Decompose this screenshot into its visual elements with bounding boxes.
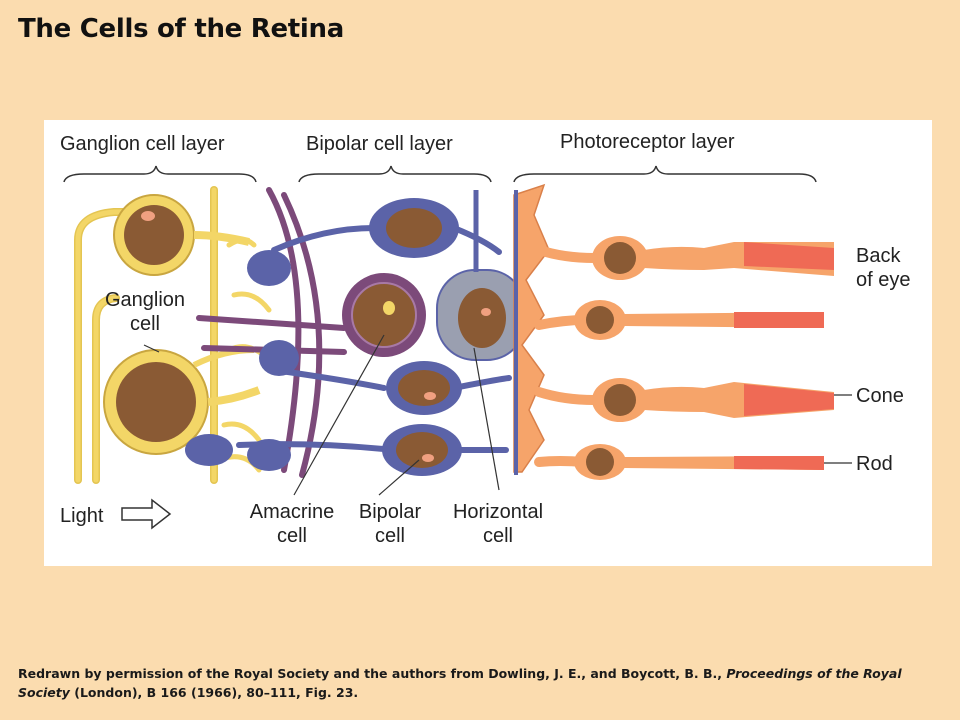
ganglion-cell-label: Ganglion cell [104, 289, 186, 335]
horizontal-cell [436, 190, 526, 361]
cone-upper [592, 236, 834, 280]
caption-journal: Proceedings of the Royal Society [18, 666, 902, 700]
ganglion-layer-bracket [63, 165, 257, 183]
slide-title: The Cells of the Retina [18, 14, 344, 44]
photoreceptor-layer-label: Photoreceptor layer [560, 131, 735, 153]
light-label: Light [60, 505, 104, 527]
ganglion-cell-lower [103, 347, 261, 455]
photoreceptor-layer-bracket [513, 165, 817, 183]
layer-brackets [63, 165, 817, 183]
rod-lower [574, 444, 824, 480]
bipolar-cell-label: Bipolar cell [358, 501, 422, 547]
caption-text-2: (London), B 166 (1966), 80–111, Fig. 23. [69, 685, 359, 700]
caption-text-1: Redrawn by permission of the Royal Socie… [18, 666, 727, 681]
rod-upper [574, 300, 824, 340]
rod-label: Rod [856, 453, 893, 475]
bipolar-terminals [185, 250, 299, 471]
ganglion-cell-upper [113, 194, 250, 276]
figure-caption: Redrawn by permission of the Royal Socie… [18, 664, 918, 702]
bipolar-cell-2 [386, 361, 462, 415]
light-arrow-icon [121, 498, 172, 530]
bipolar-layer-label: Bipolar cell layer [306, 133, 453, 155]
horizontal-cell-label: Horizontal cell [452, 501, 544, 547]
amacrine-processes [196, 187, 347, 478]
retina-illustration [63, 165, 852, 530]
bipolar-layer-bracket [298, 165, 492, 183]
cone-label: Cone [856, 385, 904, 407]
amacrine-cell [342, 273, 426, 357]
bipolar-cell-3 [382, 424, 462, 476]
bipolar-cell-1 [369, 198, 459, 258]
back-of-eye-label: Back of eye [856, 245, 911, 291]
cone-lower [592, 378, 834, 422]
ganglion-layer-label: Ganglion cell layer [60, 133, 225, 155]
leader-lines [143, 334, 852, 496]
amacrine-cell-label: Amacrine cell [249, 501, 335, 547]
photoreceptor-axons [534, 245, 599, 467]
photoreceptor-synaptic-band [513, 183, 550, 475]
retina-diagram: Ganglion cell layer Bipolar cell layer P… [44, 120, 932, 566]
